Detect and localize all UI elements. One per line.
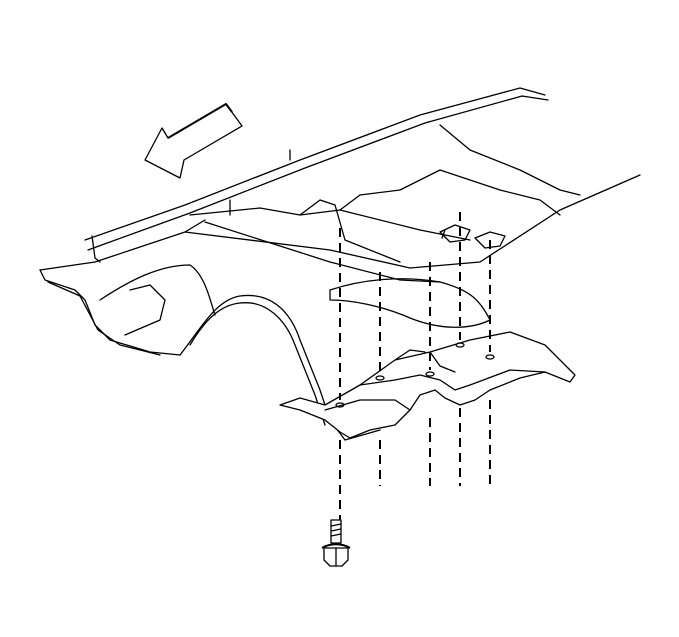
direction-arrow-icon <box>144 103 243 179</box>
alignment-lines <box>339 212 491 520</box>
bolt-icon <box>321 519 351 567</box>
underbody-shield <box>279 331 576 439</box>
